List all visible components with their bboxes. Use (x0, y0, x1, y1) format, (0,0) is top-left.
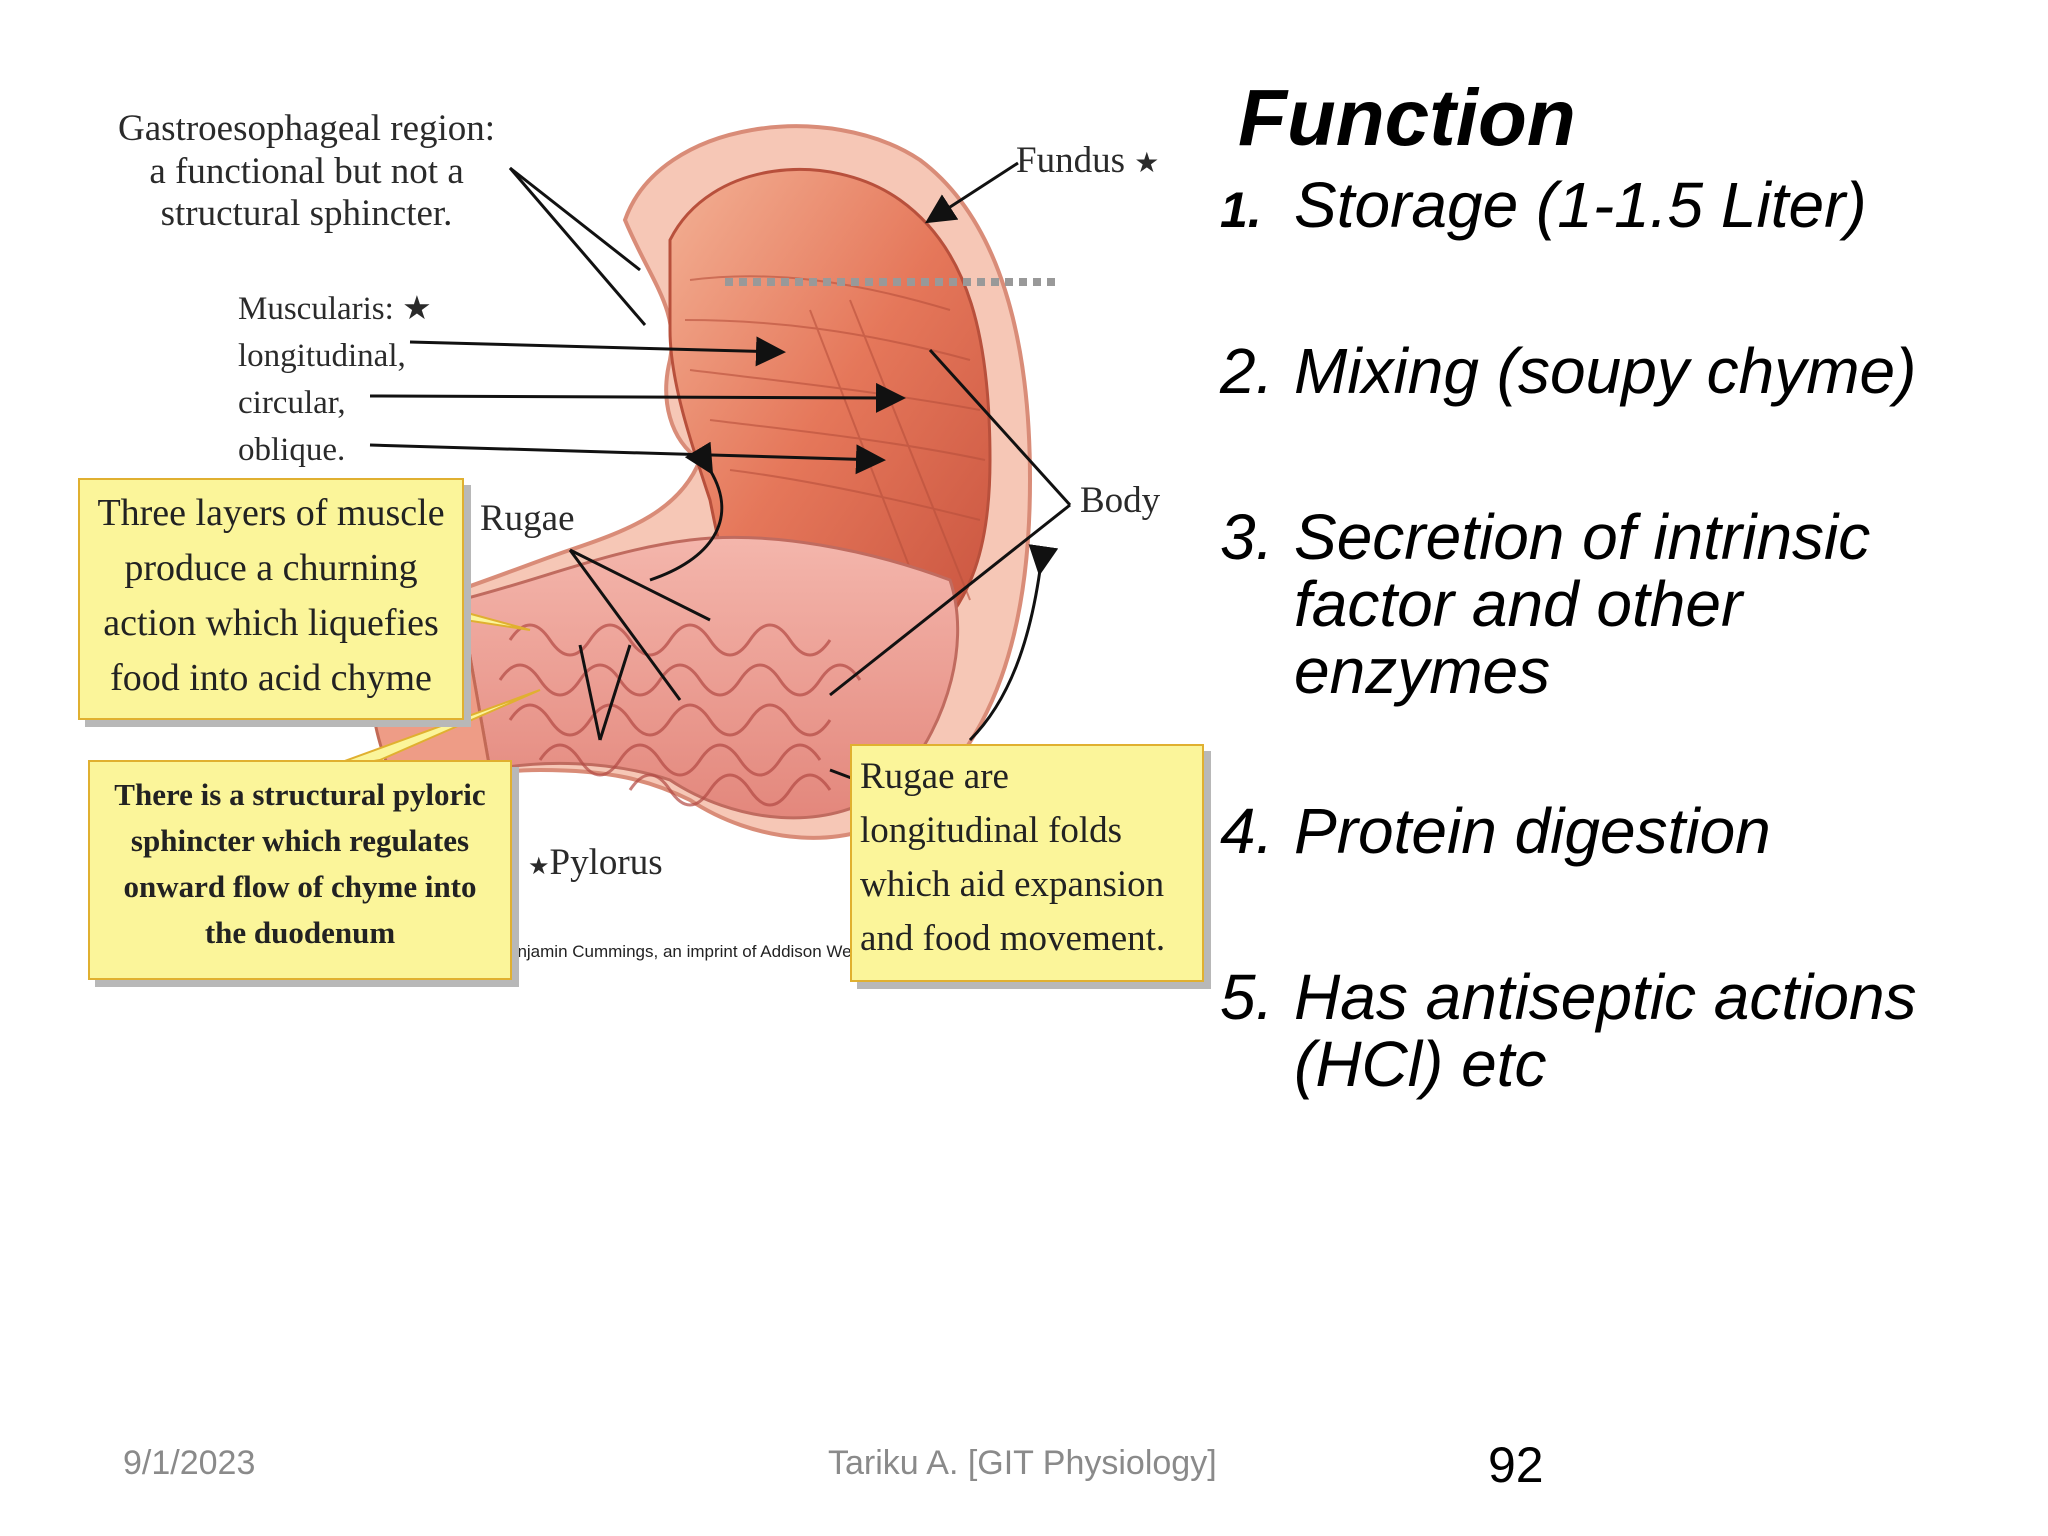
label-fundus: Fundus ★ (1016, 140, 1159, 183)
footer-date: 9/1/2023 (123, 1444, 256, 1482)
stomach-illustration (319, 124, 1072, 840)
footer-author: Tariku A. [GIT Physiology] (828, 1444, 1217, 1482)
label-rugae: Rugae (480, 498, 575, 539)
star-icon: ★ (1134, 148, 1160, 179)
muscular-layer (668, 167, 992, 642)
function-number: 5. (1220, 961, 1274, 1033)
function-item-4: 4. Protein digestion (1220, 795, 1771, 867)
label-body: Body (1080, 480, 1161, 521)
page-number: 92 (1488, 1437, 1544, 1493)
callout-pyloric: There is a structural pyloric sphincter … (88, 760, 512, 980)
function-number: 3. (1220, 501, 1274, 573)
label-line: Gastroesophageal region: (118, 108, 496, 149)
callout-line: sphincter which regulates (130, 823, 470, 858)
function-number: 4. (1220, 795, 1274, 867)
label-oblique: oblique. (238, 432, 346, 468)
function-text: enzymes (1294, 635, 1551, 708)
callout-line: There is a structural pyloric (114, 777, 486, 812)
star-icon: ★ (402, 291, 432, 327)
callout-line: Rugae are (860, 756, 1009, 797)
callout-line: onward flow of chyme into (123, 869, 477, 904)
function-number: 1. (1220, 182, 1262, 238)
callout-line: produce a churning (124, 547, 418, 589)
label-circular: circular, (238, 385, 346, 421)
function-text: Protein digestion (1294, 795, 1771, 867)
stomach-figure: Gastroesophageal region: a functional bu… (70, 80, 1210, 1000)
function-text: Mixing (soupy chyme) (1294, 335, 1917, 407)
function-item-1: 1. Storage (1-1.5 Liter) (1220, 169, 1867, 241)
label-text: Pylorus (549, 842, 663, 883)
callout-line: Three layers of muscle (97, 492, 445, 534)
callout-line: which aid expansion (860, 864, 1165, 905)
slide-title: Function (1238, 73, 1576, 162)
label-line: a functional but not a (149, 150, 464, 192)
callout-line: food into acid chyme (110, 657, 432, 699)
function-text: factor and other (1294, 568, 1743, 641)
label-pylorus: ★Pylorus (528, 842, 663, 885)
label-gastroesophageal: Gastroesophageal region: a functional bu… (118, 108, 495, 236)
label-text: Muscularis: (238, 291, 394, 327)
label-line: structural sphincter. (160, 193, 453, 235)
function-number: 2. (1220, 335, 1274, 407)
function-item-2: 2. Mixing (soupy chyme) (1220, 335, 1917, 407)
callout-line: action which liquefies (103, 602, 439, 644)
label-credit: enjamin Cummings, an imprint of Addison … (508, 942, 852, 961)
star-icon: ★ (528, 854, 550, 880)
label-text: Fundus (1016, 140, 1125, 181)
function-text: Secretion of intrinsic (1294, 501, 1871, 573)
function-text: Has antiseptic actions (1294, 961, 1917, 1033)
callout-line: longitudinal folds (860, 810, 1123, 851)
function-text: Storage (1-1.5 Liter) (1294, 169, 1867, 241)
callout-line: the duodenum (204, 915, 396, 950)
function-item-3: 3. Secretion of intrinsic factor and othe… (1220, 501, 1871, 708)
callout-muscle: Three layers of muscle produce a churnin… (78, 478, 464, 720)
function-item-5: 5. Has antiseptic actions (HCl) etc (1220, 961, 1917, 1101)
label-muscularis: Muscularis: ★ longitudinal, circular, ob… (238, 286, 432, 474)
function-text: (HCl) etc (1294, 1028, 1547, 1101)
callout-line: and food movement. (860, 918, 1166, 959)
callout-rugae: Rugae are longitudinal folds which aid e… (850, 744, 1204, 982)
label-longitudinal: longitudinal, (238, 338, 406, 374)
